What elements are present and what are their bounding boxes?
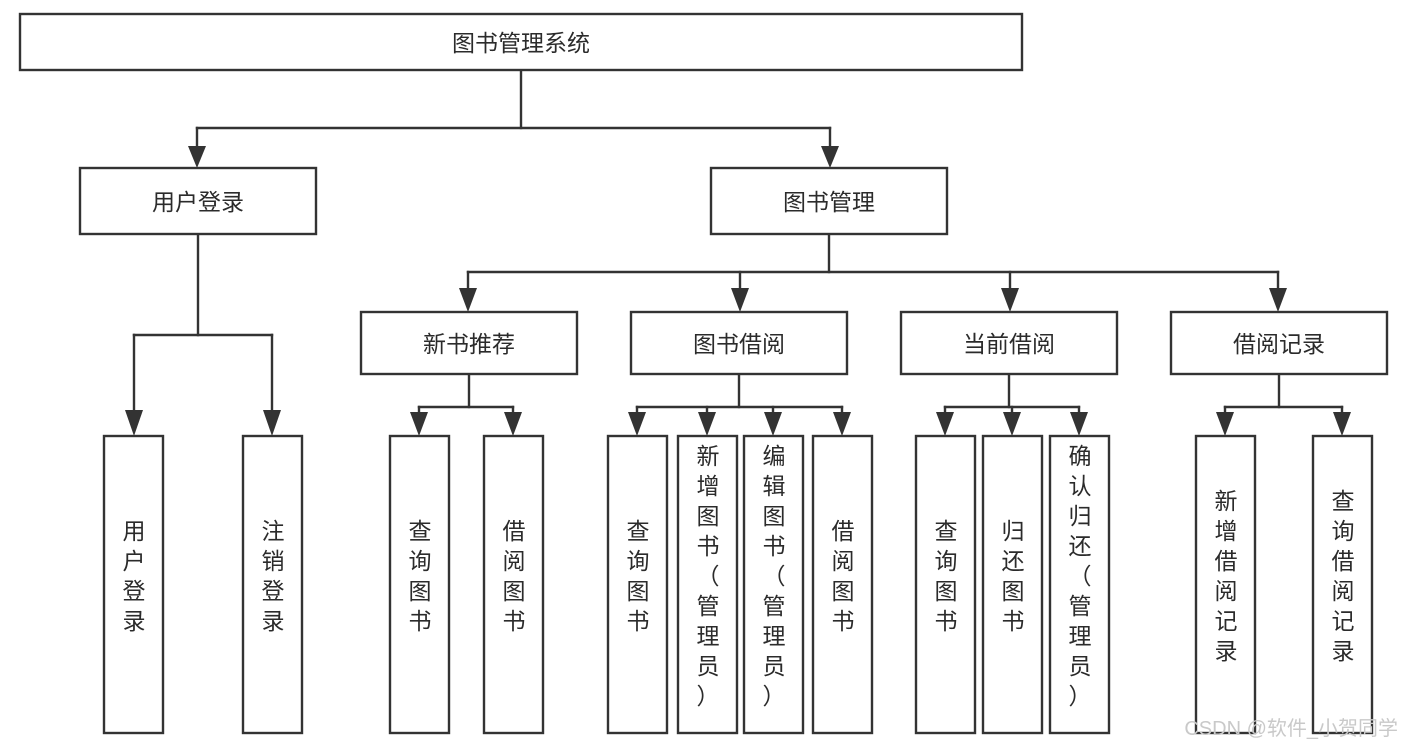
leaf-borrow-borrow-book-box[interactable]	[811, 434, 874, 735]
node-book-borrow[interactable]: 图书借阅	[629, 310, 849, 376]
node-book-management-label: 图书管理	[783, 189, 875, 215]
arrowhead-book-mgmt	[821, 146, 839, 168]
node-new-book-recommend-label: 新书推荐	[423, 331, 515, 357]
leaf-logout-label: 注销登录	[262, 518, 285, 634]
node-current-borrow-label: 当前借阅	[963, 331, 1055, 357]
leaf-borrow-add-book[interactable]: 新增图书（管理员）	[676, 434, 739, 735]
node-root-system-label: 图书管理系统	[452, 30, 590, 56]
arrowhead-leaf-user-login	[125, 410, 143, 436]
leaf-borrow-add-book-label: 新增图书（管理员）	[697, 443, 720, 709]
node-book-management[interactable]: 图书管理	[709, 166, 949, 236]
leaf-record-query-record-box[interactable]	[1311, 434, 1374, 735]
leaf-current-confirm-return[interactable]: 确认归还（管理员）	[1048, 434, 1111, 735]
leaf-current-confirm-return-box[interactable]	[1048, 434, 1111, 735]
leaf-record-add-record[interactable]: 新增借阅记录	[1194, 434, 1257, 735]
node-root-system-box[interactable]	[18, 12, 1024, 72]
leaf-current-return-book-label: 归还图书	[1002, 518, 1025, 634]
leaf-borrow-query-book[interactable]: 查询图书	[606, 434, 669, 735]
node-current-borrow-box[interactable]	[899, 310, 1119, 376]
arrowhead-record-add-record	[1216, 412, 1234, 436]
leaf-borrow-edit-book-box[interactable]	[742, 434, 805, 735]
leaf-logout[interactable]: 注销登录	[241, 434, 304, 735]
leaf-current-return-book[interactable]: 归还图书	[981, 434, 1044, 735]
connector-layer	[125, 68, 1351, 436]
leaf-borrow-query-book-box[interactable]	[606, 434, 669, 735]
node-borrow-record[interactable]: 借阅记录	[1169, 310, 1389, 376]
arrowhead-user-login	[188, 146, 206, 168]
leaf-record-add-record-label: 新增借阅记录	[1215, 488, 1238, 664]
leaf-recommend-query-book-box[interactable]	[388, 434, 451, 735]
node-user-login-box[interactable]	[78, 166, 318, 236]
node-book-borrow-box[interactable]	[629, 310, 849, 376]
leaf-user-login-box[interactable]	[102, 434, 165, 735]
leaf-recommend-borrow-book-box[interactable]	[482, 434, 545, 735]
leaf-borrow-query-book-label: 查询图书	[627, 518, 650, 634]
leaf-recommend-borrow-book[interactable]: 借阅图书	[482, 434, 545, 735]
leaf-current-confirm-return-label: 确认归还（管理员）	[1069, 443, 1092, 709]
leaf-current-query-book-label: 查询图书	[935, 518, 958, 634]
node-new-book-recommend[interactable]: 新书推荐	[359, 310, 579, 376]
node-book-borrow-label: 图书借阅	[693, 331, 785, 357]
arrowhead-borrow-query-book	[628, 412, 646, 436]
leaf-current-query-book[interactable]: 查询图书	[914, 434, 977, 735]
leaf-borrow-borrow-book[interactable]: 借阅图书	[811, 434, 874, 735]
leaf-borrow-edit-book[interactable]: 编辑图书（管理员）	[742, 434, 805, 735]
arrowhead-borrow-edit-book	[764, 412, 782, 436]
leaf-recommend-query-book[interactable]: 查询图书	[388, 434, 451, 735]
leaf-borrow-add-book-box[interactable]	[676, 434, 739, 735]
leaf-record-query-record-label: 查询借阅记录	[1332, 488, 1355, 664]
arrowhead-current-borrow	[1001, 288, 1019, 312]
leaf-logout-box[interactable]	[241, 434, 304, 735]
leaf-current-return-book-box[interactable]	[981, 434, 1044, 735]
arrowhead-new-book-recommend	[459, 288, 477, 312]
arrowhead-current-query-book	[936, 412, 954, 436]
leaf-recommend-borrow-book-label: 借阅图书	[503, 518, 526, 634]
node-user-login-label: 用户登录	[152, 189, 244, 215]
node-current-borrow[interactable]: 当前借阅	[899, 310, 1119, 376]
arrowhead-current-return-book	[1003, 412, 1021, 436]
leaf-borrow-borrow-book-label: 借阅图书	[832, 518, 855, 634]
leaf-record-query-record[interactable]: 查询借阅记录	[1311, 434, 1374, 735]
leaf-recommend-query-book-label: 查询图书	[409, 518, 432, 634]
arrowhead-book-borrow	[731, 288, 749, 312]
leaf-record-add-record-box[interactable]	[1194, 434, 1257, 735]
node-borrow-record-label: 借阅记录	[1233, 331, 1325, 357]
arrowhead-borrow-add-book	[698, 412, 716, 436]
arrowhead-borrow-borrow-book	[833, 412, 851, 436]
leaf-borrow-edit-book-label: 编辑图书（管理员）	[763, 443, 786, 709]
node-root-system[interactable]: 图书管理系统	[18, 12, 1024, 72]
node-book-management-box[interactable]	[709, 166, 949, 236]
csdn-watermark: CSDN @软件_小贺同学	[1184, 717, 1398, 740]
arrowhead-leaf-logout	[263, 410, 281, 436]
node-new-book-recommend-box[interactable]	[359, 310, 579, 376]
arrowhead-current-confirm-return	[1070, 412, 1088, 436]
arrowhead-recommend-borrow-book	[504, 412, 522, 436]
leaf-user-login[interactable]: 用户登录	[102, 434, 165, 735]
arrowhead-borrow-record	[1269, 288, 1287, 312]
leaf-current-query-book-box[interactable]	[914, 434, 977, 735]
leaf-user-login-label: 用户登录	[123, 518, 146, 634]
arrowhead-record-query-record	[1333, 412, 1351, 436]
arrowhead-recommend-query-book	[410, 412, 428, 436]
node-borrow-record-box[interactable]	[1169, 310, 1389, 376]
node-user-login[interactable]: 用户登录	[78, 166, 318, 236]
